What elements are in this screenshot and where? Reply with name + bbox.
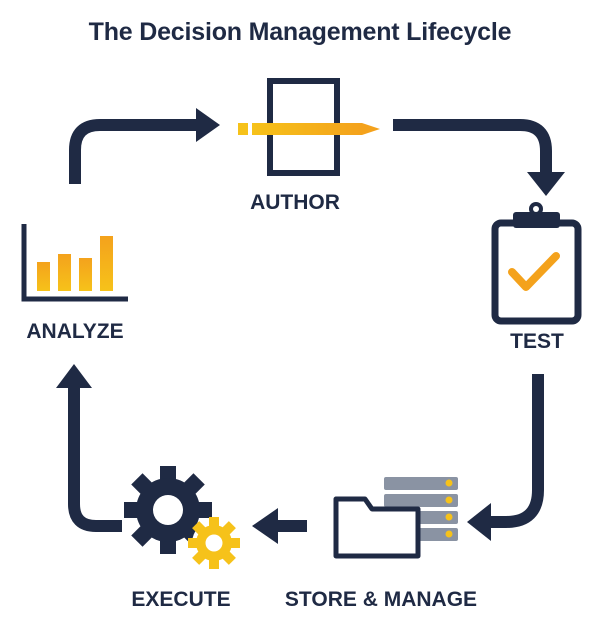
analyze-label: ANALYZE bbox=[26, 320, 124, 343]
arrow-execute-to-analyze bbox=[56, 364, 122, 532]
author-label: AUTHOR bbox=[250, 191, 340, 214]
bar-chart-icon bbox=[21, 224, 128, 302]
clipboard-check-icon bbox=[491, 202, 582, 325]
store-manage-label: STORE & MANAGE bbox=[284, 588, 478, 611]
diagram-title: The Decision Management Lifecycle bbox=[88, 18, 512, 46]
execute-label: EXECUTE bbox=[131, 588, 231, 611]
arrow-author-to-test bbox=[393, 119, 565, 196]
arrow-test-to-store bbox=[467, 374, 544, 541]
arrow-store-to-execute bbox=[252, 508, 307, 544]
server-folder-icon bbox=[333, 477, 458, 559]
test-label: TEST bbox=[510, 330, 564, 353]
gears-icon bbox=[124, 466, 240, 569]
document-pen-icon bbox=[238, 78, 380, 176]
arrow-analyze-to-author bbox=[69, 108, 220, 184]
